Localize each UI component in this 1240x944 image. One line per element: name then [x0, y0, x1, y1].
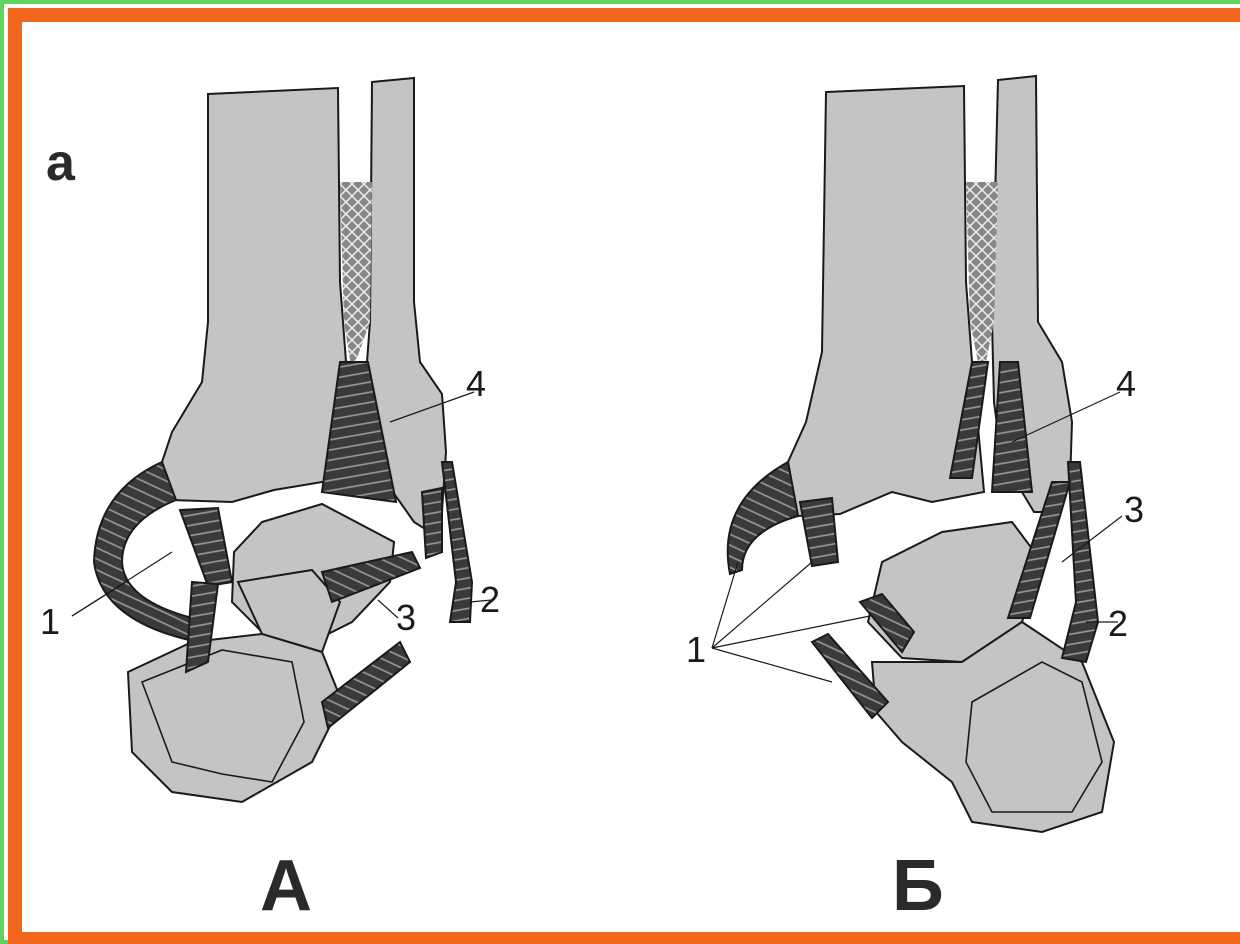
label-4-a: 4	[466, 363, 486, 404]
label-2-b: 2	[1108, 603, 1128, 644]
label-1-b: 1	[686, 629, 706, 670]
diagram-a	[72, 78, 492, 802]
label-4-b: 4	[1116, 363, 1136, 404]
ligament-1-b-inner	[800, 498, 838, 566]
inner-frame: а 1 2 3	[8, 8, 1240, 944]
diagram-b	[712, 76, 1122, 832]
caption-a: А	[260, 846, 312, 926]
label-3-a: 3	[396, 597, 416, 638]
label-3-b: 3	[1124, 489, 1144, 530]
label-2-a: 2	[480, 579, 500, 620]
ligament-2-a	[442, 462, 472, 622]
ankle-ligament-diagram: а 1 2 3	[22, 22, 1240, 932]
ligament-1-b-outer	[728, 462, 798, 574]
ligament-1-a-inner	[180, 508, 232, 586]
ligament-2-a-short	[422, 488, 442, 558]
label-1-a: 1	[40, 601, 60, 642]
caption-b: Б	[892, 846, 944, 926]
panel-letter: а	[46, 134, 76, 192]
